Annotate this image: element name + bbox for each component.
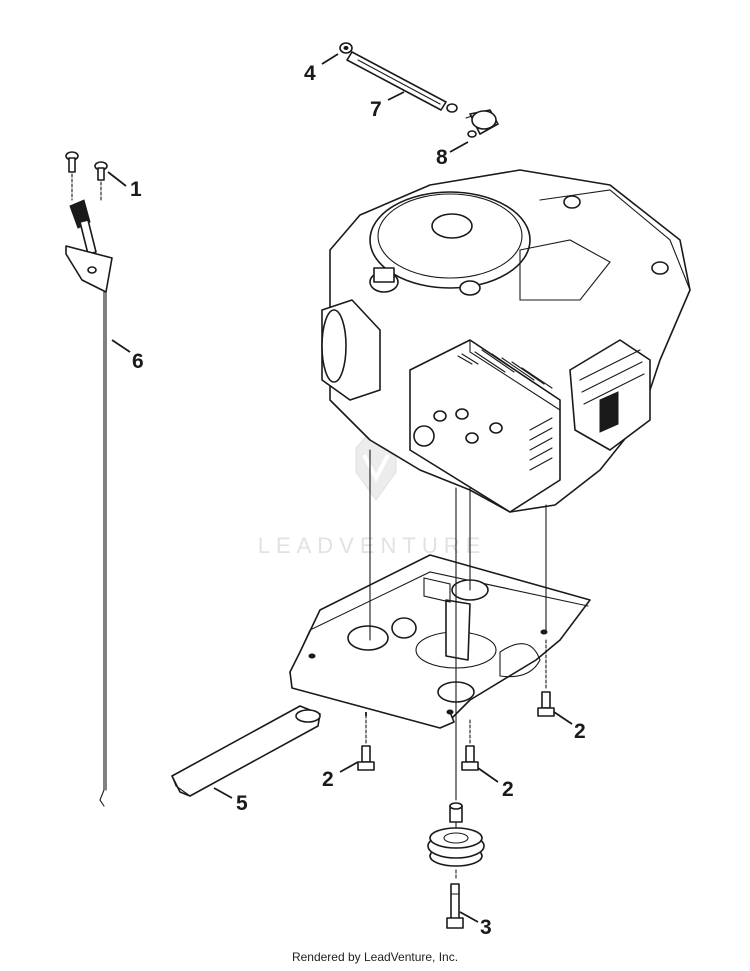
part-2-bolt-center <box>461 745 479 771</box>
callout-4: 4 <box>304 53 339 85</box>
callout-7-label: 7 <box>370 98 382 121</box>
footer-credit: Rendered by LeadVenture, Inc. <box>291 950 459 964</box>
callout-3-label: 3 <box>480 916 492 939</box>
part-2-bolt-right <box>537 691 555 717</box>
part-2-bolt-left <box>357 745 375 771</box>
callout-2-plate: 2 <box>365 712 367 716</box>
part-6-throttle-cable <box>65 199 113 807</box>
part-3-bolt <box>446 883 464 929</box>
callout-6-label: 6 <box>132 350 144 373</box>
callout-1-label: 1 <box>130 178 142 201</box>
callout-2-left: 2 <box>322 761 359 791</box>
part-4-nut <box>339 42 353 54</box>
callout-6: 6 <box>111 339 144 373</box>
watermark-text: LEADVENTURE <box>258 533 487 558</box>
callout-1: 1 <box>107 171 142 201</box>
callout-4-label: 4 <box>304 62 316 85</box>
part-8-fuel-filter <box>446 103 499 138</box>
mower-deck-plate <box>289 554 591 729</box>
callout-8: 8 <box>436 141 469 169</box>
callout-2-center-label: 2 <box>502 778 514 801</box>
callout-5-label: 5 <box>236 792 248 815</box>
callout-2-left-label: 2 <box>322 768 334 791</box>
callout-3: 3 <box>459 911 492 939</box>
callout-2-center: 2 <box>477 767 514 801</box>
engine <box>321 169 691 513</box>
part-5-chute <box>171 705 321 797</box>
part-1-screws <box>65 151 108 201</box>
callout-2-right: 2 <box>553 711 586 743</box>
callout-8-label: 8 <box>436 146 448 169</box>
callout-5: 5 <box>213 787 248 815</box>
callout-2-right-label: 2 <box>574 720 586 743</box>
part-7-rod <box>346 51 447 111</box>
pulley-assembly <box>427 802 485 867</box>
callout-7: 7 <box>370 91 405 121</box>
